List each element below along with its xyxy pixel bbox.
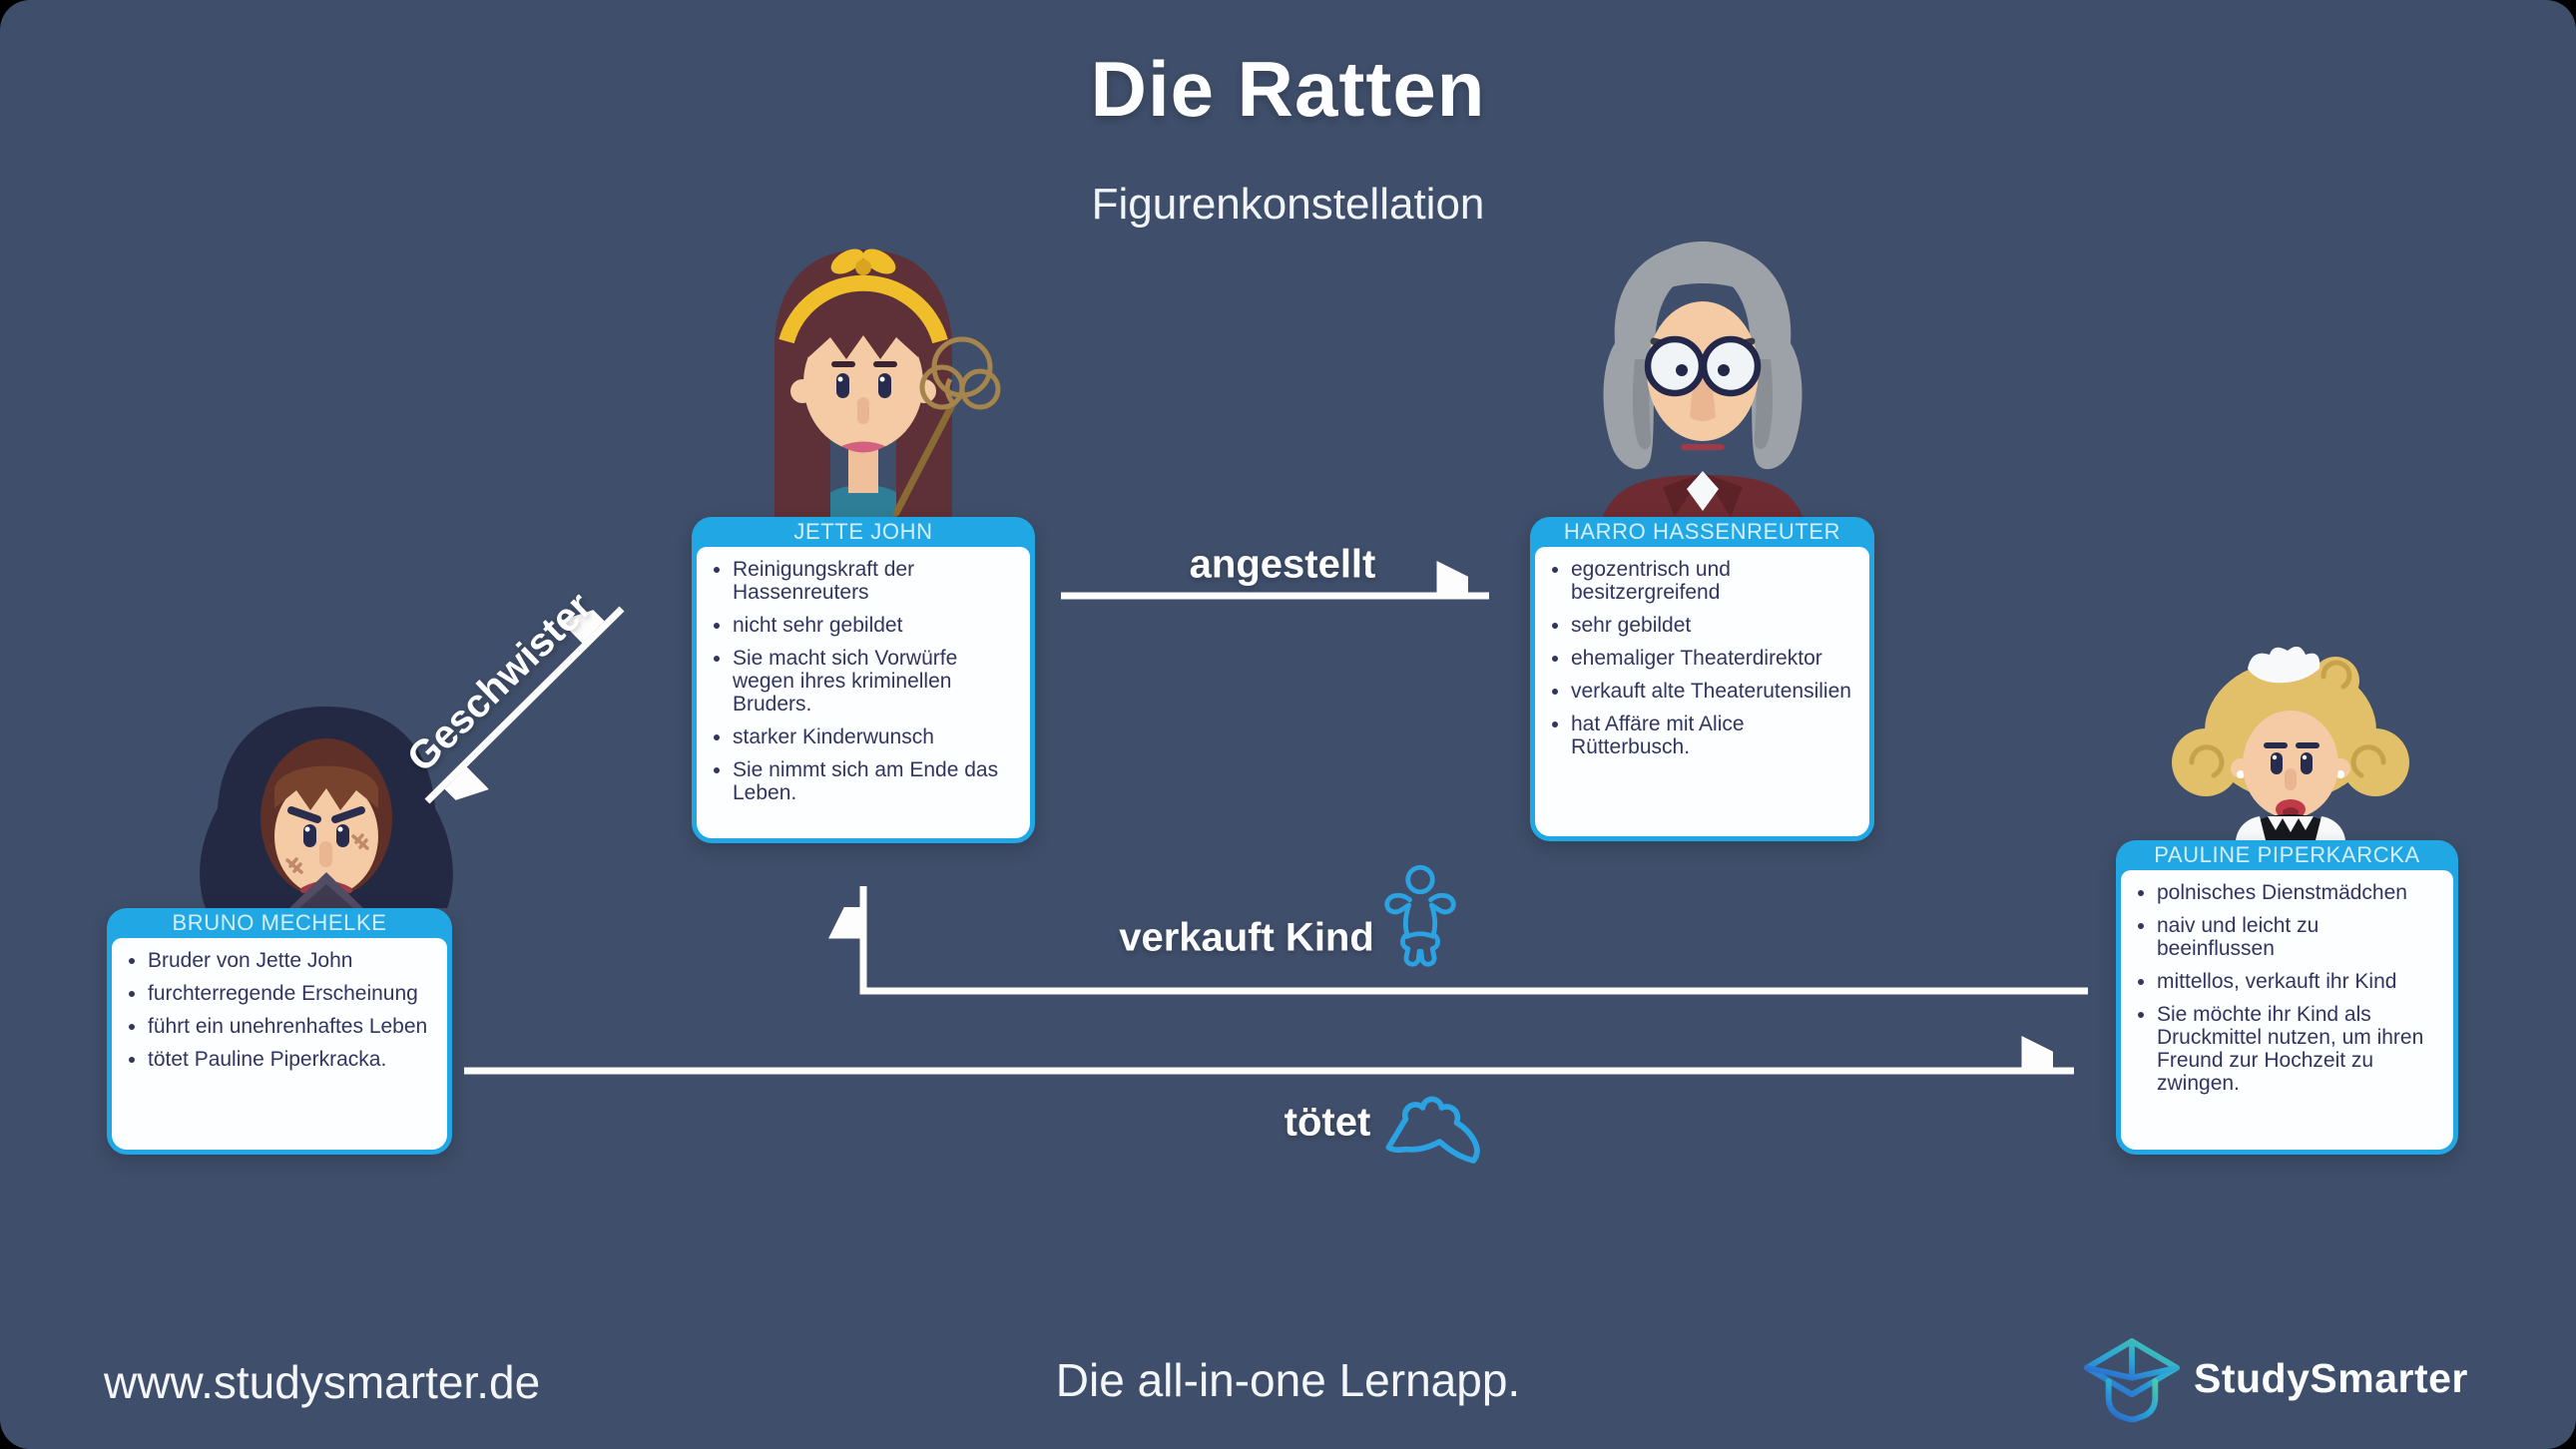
trait: furchterregende Erscheinung bbox=[118, 982, 435, 1005]
arrow-geschwister bbox=[424, 609, 625, 801]
relation-label-angestellt: angestellt bbox=[1189, 542, 1376, 587]
character-card-harro-hassenreuter: HARRO HASSENREUTER egozentrisch und besi… bbox=[1530, 517, 1874, 841]
avatar-bruno-mechelke bbox=[200, 707, 453, 908]
character-traits: egozentrisch und besitzergreifend sehr g… bbox=[1535, 547, 1869, 836]
character-card-pauline-piperkarcka: PAULINE PIPERKARCKA polnisches Dienstmäd… bbox=[2116, 840, 2458, 1155]
trait: naiv und leicht zu beeinflussen bbox=[2127, 914, 2441, 960]
trait: polnisches Dienstmädchen bbox=[2127, 881, 2441, 904]
character-traits: Bruder von Jette John furchterregende Er… bbox=[112, 938, 447, 1150]
studysmarter-logo-text: StudySmarter bbox=[2194, 1355, 2468, 1401]
avatar-harro-hassenreuter bbox=[1603, 242, 1803, 517]
character-card-jette-john: JETTE JOHN Reinigungskraft der Hassenreu… bbox=[692, 517, 1035, 843]
knife-icon bbox=[1385, 1096, 1480, 1164]
trait: mittellos, verkauft ihr Kind bbox=[2127, 970, 2441, 993]
baby-icon bbox=[1384, 864, 1456, 967]
trait: Sie nimmt sich am Ende das Leben. bbox=[703, 758, 1018, 804]
trait: Sie möchte ihr Kind als Druckmittel nutz… bbox=[2127, 1003, 2441, 1095]
trait: Reinigungskraft der Hassenreuters bbox=[703, 558, 1018, 604]
trait: Bruder von Jette John bbox=[118, 949, 435, 972]
character-traits: polnisches Dienstmädchen naiv und leicht… bbox=[2121, 870, 2453, 1150]
character-name: BRUNO MECHELKE bbox=[172, 910, 387, 935]
trait: tötet Pauline Piperkracka. bbox=[118, 1048, 435, 1071]
relation-label-verkauft-kind: verkauft Kind bbox=[1119, 915, 1374, 960]
trait: sehr gebildet bbox=[1541, 614, 1857, 637]
page-title: Die Ratten bbox=[1090, 45, 1486, 133]
character-name: JETTE JOHN bbox=[793, 519, 933, 544]
character-card-bruno-mechelke: BRUNO MECHELKE Bruder von Jette John fur… bbox=[107, 908, 452, 1155]
footer-tagline: Die all-in-one Lernapp. bbox=[1055, 1354, 1521, 1406]
trait: starker Kinderwunsch bbox=[703, 725, 1018, 748]
avatar-pauline-piperkarcka bbox=[2172, 647, 2409, 840]
trait: nicht sehr gebildet bbox=[703, 614, 1018, 637]
relation-label-toetet: tötet bbox=[1284, 1100, 1371, 1145]
arrow-verkauft-kind bbox=[863, 886, 2088, 995]
trait: verkauft alte Theaterutensilien bbox=[1541, 680, 1857, 703]
studysmarter-logo-icon bbox=[2084, 1338, 2180, 1423]
trait: egozentrisch und besitzergreifend bbox=[1541, 558, 1857, 604]
avatar-jette-john bbox=[774, 248, 1001, 517]
character-traits: Reinigungskraft der Hassenreuters nicht … bbox=[697, 547, 1030, 838]
trait: hat Affäre mit Alice Rütterbusch. bbox=[1541, 713, 1857, 758]
trait: führt ein unehrenhaftes Leben bbox=[118, 1015, 435, 1038]
page-subtitle: Figurenkonstellation bbox=[1091, 180, 1485, 229]
trait: Sie macht sich Vorwürfe wegen ihres krim… bbox=[703, 647, 1018, 716]
character-name: PAULINE PIPERKARCKA bbox=[2154, 842, 2420, 867]
trait: ehemaliger Theaterdirektor bbox=[1541, 647, 1857, 670]
character-name: HARRO HASSENREUTER bbox=[1563, 519, 1841, 544]
website-url: www.studysmarter.de bbox=[104, 1356, 541, 1408]
